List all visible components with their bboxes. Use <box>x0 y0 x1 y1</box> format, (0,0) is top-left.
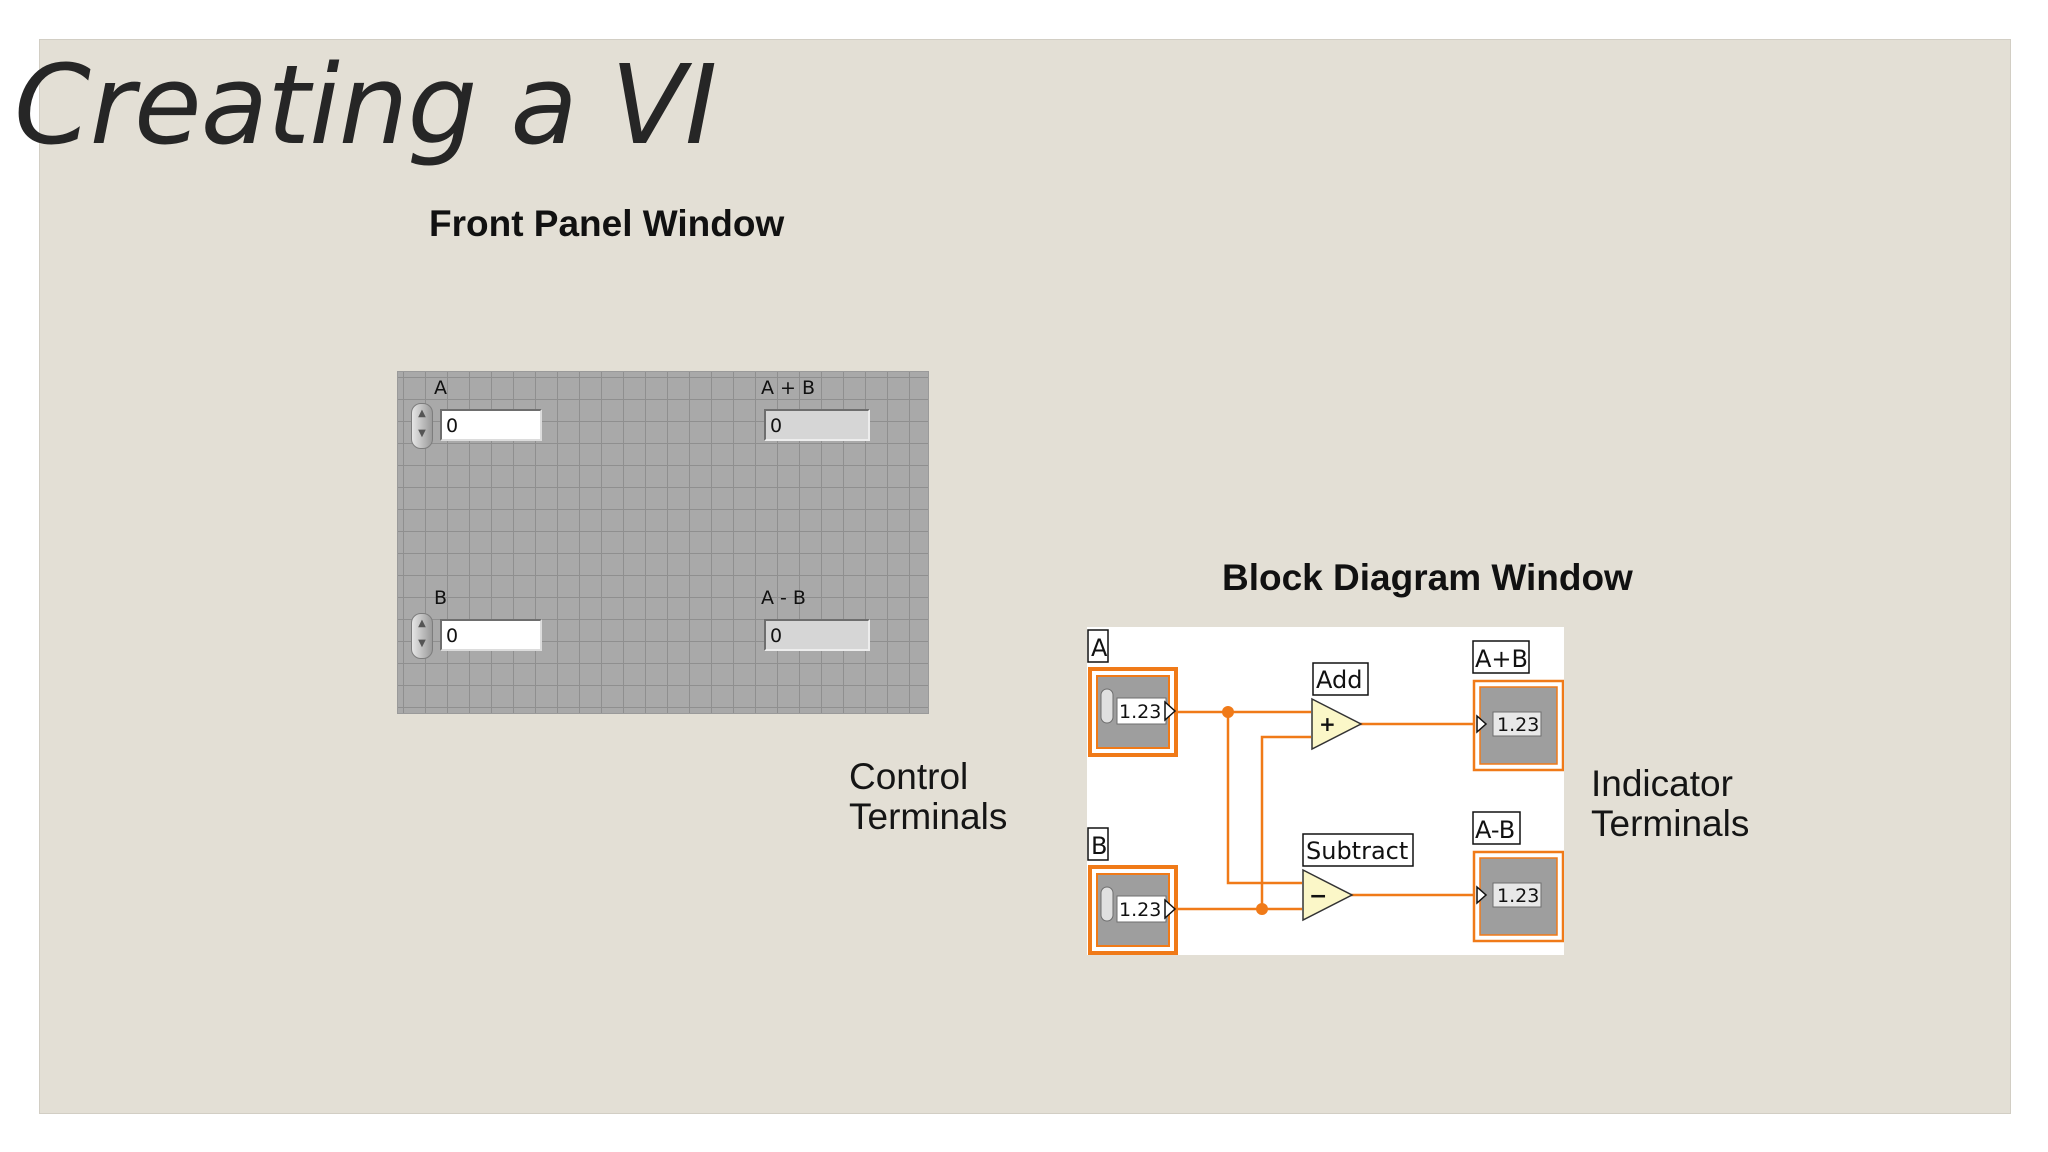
terminal-a-label-box <box>1087 629 1109 663</box>
add-symbol: + <box>1319 712 1336 736</box>
add-function-label-box <box>1312 662 1369 696</box>
add-function[interactable]: + <box>1311 697 1363 751</box>
subtract-symbol: − <box>1309 884 1327 909</box>
indicator-terminal-a-plus-b[interactable]: 1.23 <box>1472 679 1564 772</box>
block-diagram-window: A 1.23 B 1.23 Add + Subtract <box>1087 627 1564 955</box>
control-a-label: A <box>434 377 447 399</box>
wire-junction-b <box>1256 903 1268 915</box>
slide-title: Creating a VI <box>14 41 717 169</box>
terminal-a-minus-b-label: A-B <box>1475 816 1515 844</box>
indicator-terminals-line-1: Indicator <box>1591 763 1733 804</box>
indicator-a-minus-b-display: 0 <box>764 619 870 651</box>
front-panel-window: A ▲▼ 0 A + B 0 B ▲▼ 0 A - B 0 <box>397 371 929 714</box>
control-terminal-b[interactable]: 1.23 <box>1088 865 1178 955</box>
terminal-b-label: B <box>1091 832 1107 860</box>
block-diagram-caption: Block Diagram Window <box>1222 557 1633 598</box>
terminal-a-plus-b-label: A+B <box>1475 645 1528 673</box>
indicator-terminal-a-minus-b[interactable]: 1.23 <box>1472 850 1564 943</box>
control-a-input[interactable]: 0 <box>440 409 542 441</box>
control-terminals-line-2: Terminals <box>849 796 1008 837</box>
control-b-input[interactable]: 0 <box>440 619 542 651</box>
control-b-label: B <box>434 587 448 609</box>
add-function-label: Add <box>1316 666 1362 694</box>
terminal-b-type-text: 1.23 <box>1119 899 1161 921</box>
indicator-a-minus-b-label: A - B <box>761 587 806 609</box>
indicator-terminals-line-2: Terminals <box>1591 803 1750 844</box>
wire-b-to-add <box>1176 735 1311 911</box>
wires <box>1176 710 1478 911</box>
terminal-a-type-text: 1.23 <box>1119 701 1161 723</box>
terminal-a-minus-b-label-box <box>1472 811 1521 845</box>
control-b-increment-decrement[interactable]: ▲▼ <box>411 613 433 659</box>
subtract-function-label-box <box>1302 833 1414 867</box>
subtract-function[interactable]: − <box>1302 868 1354 922</box>
subtract-function-label: Subtract <box>1306 837 1408 865</box>
control-terminal-a[interactable]: 1.23 <box>1088 667 1178 757</box>
block-diagram-canvas: A 1.23 B 1.23 Add + Subtract <box>1087 629 1564 955</box>
indicator-terminals-note: Indicator Terminals <box>1591 764 1749 844</box>
control-terminals-note: Control Terminals <box>849 757 1007 837</box>
terminal-a-plus-b-type-text: 1.23 <box>1497 714 1539 736</box>
terminal-b-label-box <box>1087 827 1109 861</box>
wire-a-to-subtract <box>1176 710 1302 885</box>
indicator-a-plus-b-label: A + B <box>761 377 816 399</box>
terminal-a-plus-b-label-box <box>1472 640 1530 674</box>
control-a-increment-decrement[interactable]: ▲▼ <box>411 403 433 449</box>
slide <box>39 39 2011 1114</box>
indicator-a-plus-b-display: 0 <box>764 409 870 441</box>
front-panel-caption: Front Panel Window <box>429 203 785 244</box>
terminal-a-label: A <box>1091 634 1108 662</box>
terminal-a-minus-b-type-text: 1.23 <box>1497 885 1539 907</box>
wire-junction-a <box>1222 706 1234 718</box>
control-terminals-line-1: Control <box>849 756 969 797</box>
